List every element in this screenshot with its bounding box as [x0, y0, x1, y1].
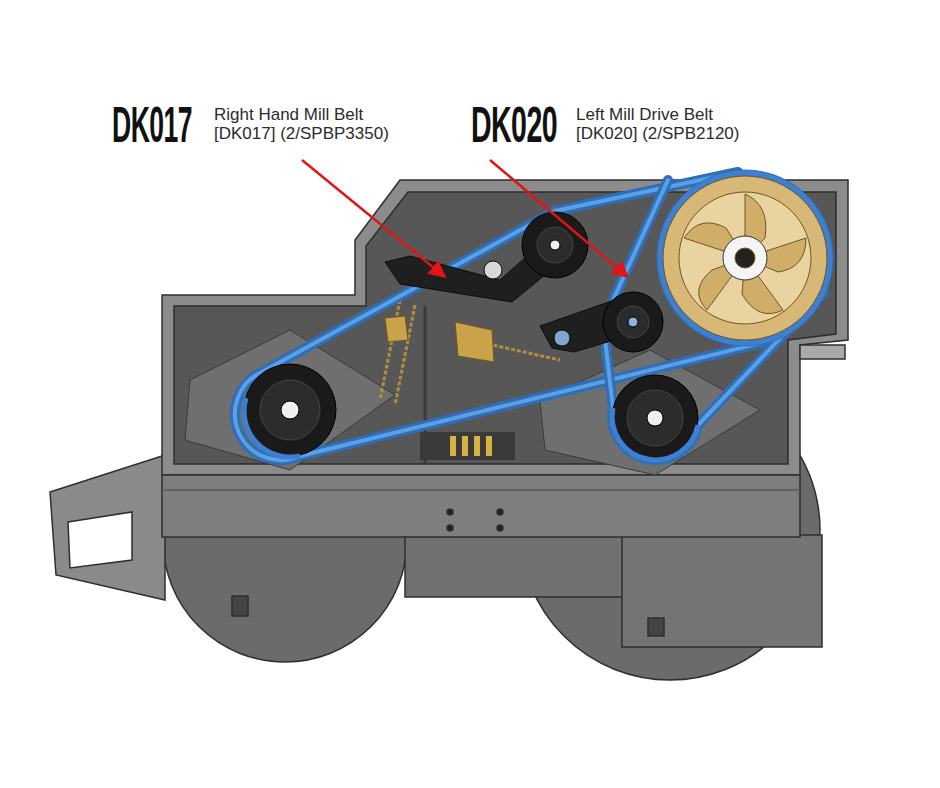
pulley — [627, 390, 683, 446]
leader-arrow — [490, 160, 628, 277]
spring-block — [474, 436, 480, 456]
drive-belt — [235, 172, 824, 460]
drive-pulley — [679, 192, 811, 324]
discharge-chute — [50, 455, 165, 600]
spring-block — [420, 432, 515, 460]
deck-tray — [800, 345, 845, 359]
discharge-chute — [50, 455, 165, 600]
belt-wrap — [244, 398, 300, 457]
drive-pulley — [657, 170, 833, 346]
pulley — [647, 410, 663, 426]
spring-block — [462, 436, 468, 456]
pulley — [628, 317, 638, 327]
spring-block — [486, 436, 492, 456]
tension-rod — [380, 300, 560, 405]
part-description: Right Hand Mill Belt — [214, 106, 363, 125]
deck-tray — [497, 525, 503, 531]
belt-wrap — [244, 398, 698, 460]
part-code: DK020 — [471, 100, 557, 150]
leader-arrow — [302, 160, 445, 277]
pulley — [550, 240, 560, 250]
pulley — [603, 292, 663, 352]
drive-pulley — [663, 176, 827, 340]
deck-tray — [497, 509, 503, 515]
leader-arrow — [302, 160, 628, 277]
cutter-housing — [405, 535, 630, 597]
deck-tray — [162, 475, 800, 537]
drive-pulley — [723, 236, 767, 280]
part-number: [DK020] (2/SPB2120) — [576, 125, 739, 144]
deck-tray — [447, 509, 453, 515]
pulley — [537, 227, 573, 263]
tensioner-arm — [484, 261, 502, 279]
belt-wrap — [612, 408, 698, 460]
pulley — [522, 212, 588, 278]
pulley — [244, 212, 698, 461]
discharge-chute — [68, 512, 132, 568]
drive-pulley — [735, 248, 755, 268]
spring-block — [420, 432, 515, 460]
bracket — [385, 316, 494, 362]
part-code: DK017 — [112, 100, 192, 150]
deck-tray — [162, 489, 800, 491]
pulley — [260, 380, 320, 440]
deck-tray — [447, 525, 453, 531]
tensioner-arm — [554, 330, 570, 346]
pulley — [612, 375, 698, 461]
bracket — [455, 322, 494, 362]
cutter-housing — [622, 535, 822, 647]
part-description: Left Mill Drive Belt — [576, 106, 713, 125]
pulley — [617, 306, 649, 338]
drive-pulley — [657, 170, 833, 346]
bracket — [385, 316, 408, 342]
pulley — [281, 401, 299, 419]
cutter-housing — [232, 596, 248, 616]
spring-block — [450, 436, 456, 456]
cutter-housing — [648, 618, 664, 636]
part-number: [DK017] (2/SPBP3350) — [214, 125, 389, 144]
tension-rod — [380, 300, 400, 400]
